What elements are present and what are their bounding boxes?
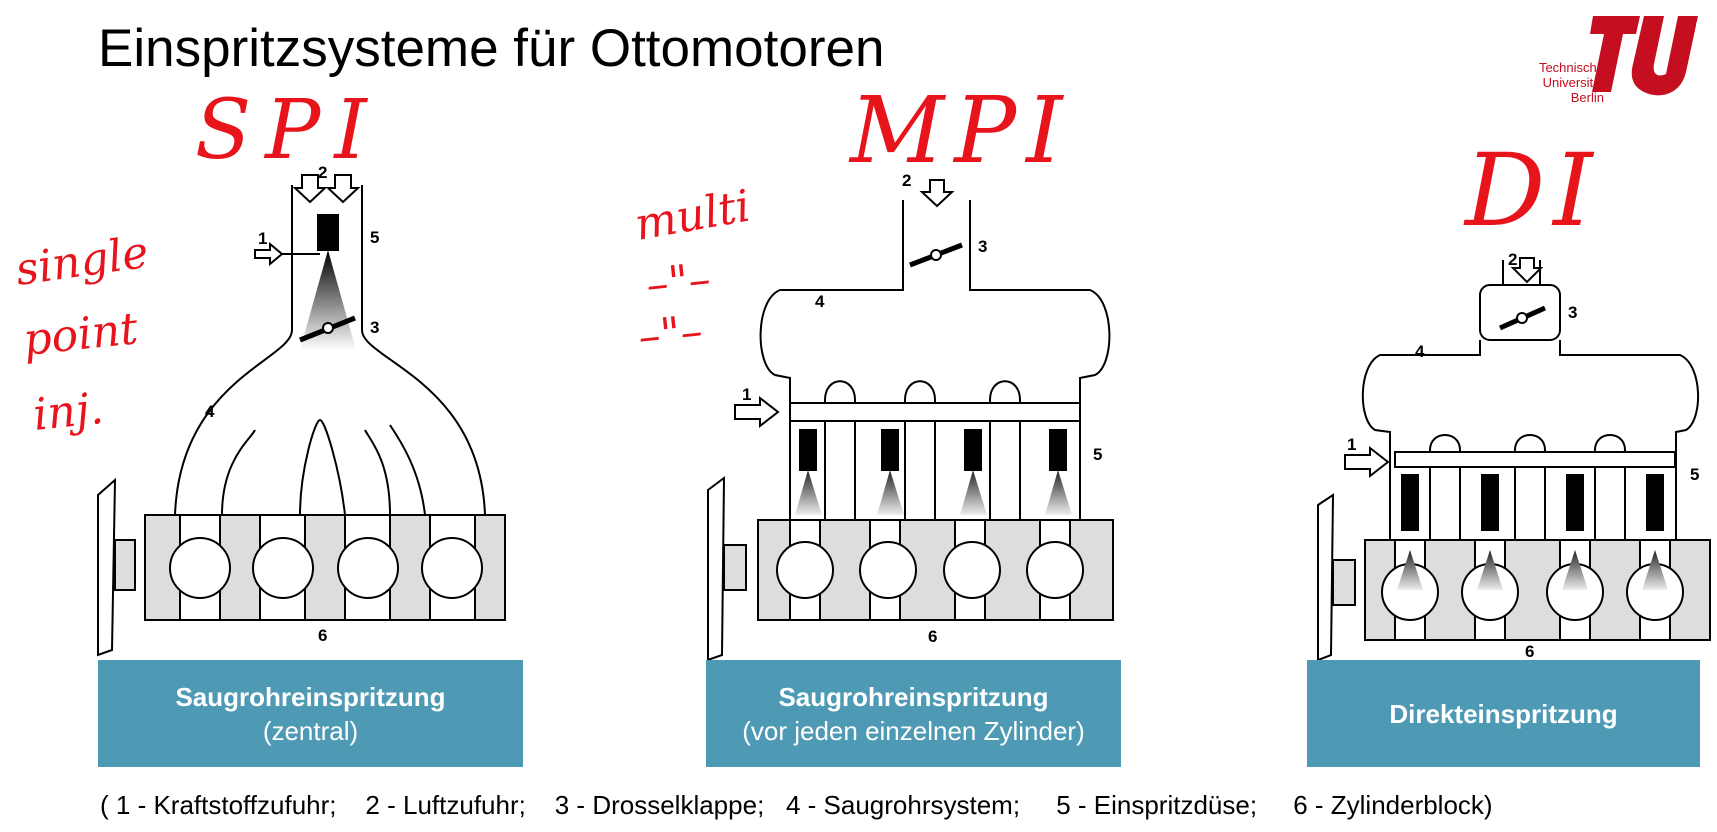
- page-title: Einspritzsysteme für Ottomotoren: [98, 19, 885, 78]
- spi-label-6: 6: [318, 626, 327, 645]
- di-label-1: 1: [1347, 435, 1356, 454]
- annotation-point: point: [21, 303, 141, 366]
- annotation-inj: inj.: [31, 383, 106, 441]
- spi-label-2: 2: [318, 163, 327, 182]
- legend-item-5: 5 - Einspritzdüse;: [1056, 790, 1258, 820]
- annotation-ditto-2: –"–: [636, 306, 705, 363]
- annotation-spi: SPI: [195, 83, 381, 178]
- di-diagram: [1317, 257, 1711, 662]
- di-label-5: 5: [1690, 465, 1699, 484]
- legend: ( 1 - Kraftstoffzufuhr; 2 - Luftzufuhr; …: [100, 790, 1493, 821]
- annotation-mpi: MPI: [848, 77, 1072, 184]
- logo-line-2: Universität: [1542, 75, 1604, 90]
- logo-berlin-text: berlin: [1693, 22, 1707, 51]
- spi-label-1: 1: [258, 229, 267, 248]
- annotation-di: DI: [1463, 132, 1601, 249]
- tu-berlin-logo: berlin: [1590, 16, 1707, 96]
- spi-label-3: 3: [370, 318, 379, 337]
- legend-item-1: ( 1 - Kraftstoffzufuhr;: [100, 790, 337, 820]
- annotation-multi: multi: [631, 180, 754, 250]
- legend-item-4: 4 - Saugrohrsystem;: [785, 790, 1021, 820]
- di-label-4: 4: [1415, 342, 1425, 361]
- legend-item-3: 3 - Drosselklappe;: [554, 790, 765, 820]
- label-di-title: Direkteinspritzung: [1389, 698, 1618, 729]
- label-mpi-title: Saugrohreinspritzung: [778, 681, 1049, 712]
- logo-line-1: Technische: [1538, 60, 1604, 75]
- mpi-label-2: 2: [902, 171, 911, 190]
- mpi-label-4: 4: [815, 292, 825, 311]
- mpi-label-5: 5: [1093, 445, 1102, 464]
- label-box-di: Direkteinspritzung: [1307, 660, 1700, 767]
- di-label-2: 2: [1508, 250, 1517, 269]
- annotation-single: single: [12, 227, 151, 296]
- label-box-mpi: Saugrohreinspritzung (vor jeden einzelne…: [706, 660, 1121, 767]
- logo-line-3: Berlin: [1570, 90, 1604, 105]
- label-spi-sub: (zentral): [262, 715, 359, 746]
- di-label-6: 6: [1525, 642, 1534, 661]
- label-spi-title: Saugrohreinspritzung: [175, 681, 446, 712]
- label-box-spi: Saugrohreinspritzung (zentral): [98, 660, 523, 767]
- logo-text: Technische Universität Berlin: [1520, 60, 1604, 105]
- label-mpi-sub: (vor jeden einzelnen Zylinder): [742, 715, 1085, 746]
- legend-item-6: 6 - Zylinderblock): [1293, 790, 1493, 820]
- mpi-diagram: [707, 179, 1114, 662]
- mpi-label-6: 6: [928, 627, 937, 646]
- spi-diagram: [97, 174, 506, 657]
- di-label-3: 3: [1568, 303, 1577, 322]
- spi-label-5: 5: [370, 228, 379, 247]
- legend-item-2: 2 - Luftzufuhr;: [365, 790, 526, 820]
- mpi-label-1: 1: [742, 385, 751, 404]
- mpi-label-3: 3: [978, 237, 987, 256]
- spi-label-4: 4: [205, 402, 215, 421]
- annotation-ditto-1: –"–: [644, 254, 713, 311]
